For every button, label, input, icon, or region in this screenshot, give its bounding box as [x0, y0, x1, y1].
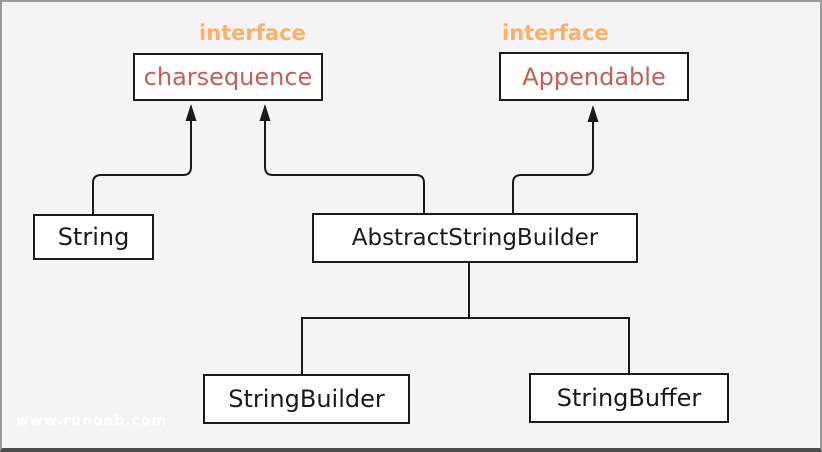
node-charsequence: charsequence — [133, 53, 323, 101]
node-label: Appendable — [522, 62, 666, 91]
arrowhead-icon — [259, 104, 271, 121]
arrowhead-icon — [587, 105, 599, 122]
node-label: StringBuffer — [556, 384, 702, 412]
node-string: String — [33, 214, 154, 260]
arrow-string-to-charsequence — [92, 120, 192, 214]
node-label: StringBuilder — [228, 385, 385, 413]
node-label: charsequence — [143, 63, 313, 91]
node-label: String — [57, 223, 130, 251]
node-abstract-string-builder: AbstractStringBuilder — [312, 213, 638, 263]
node-string-buffer: StringBuffer — [529, 373, 729, 423]
arrow-asb-to-appendable — [512, 121, 594, 213]
interface-stereotype-label: interface — [502, 21, 609, 45]
node-appendable: Appendable — [499, 52, 689, 101]
arrowhead-icon — [185, 104, 197, 121]
watermark: www.runoob.com — [16, 413, 168, 429]
node-label: AbstractStringBuilder — [351, 225, 599, 251]
arrow-asb-to-charsequence — [264, 120, 425, 213]
tree-connector-asb-children — [301, 263, 630, 374]
node-string-builder: StringBuilder — [203, 374, 410, 424]
interface-stereotype-label: interface — [199, 21, 306, 45]
